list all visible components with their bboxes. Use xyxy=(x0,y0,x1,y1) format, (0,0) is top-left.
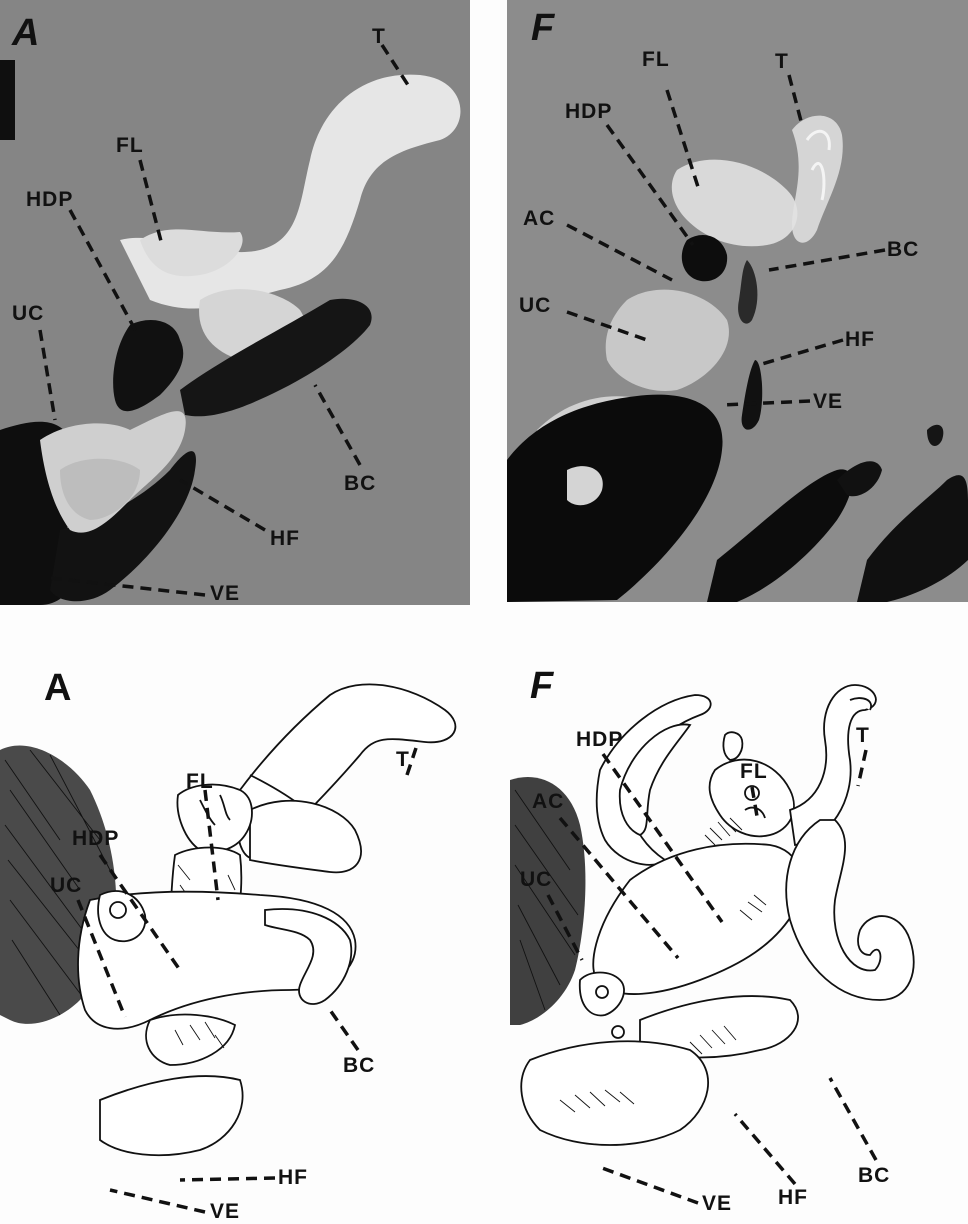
photo-panel-a: A T FL HDP UC BC HF VE xyxy=(0,0,470,605)
photo-a-label-ve: VE xyxy=(210,582,240,605)
photo-f-label-hdp: HDP xyxy=(565,100,612,123)
drawing-f-label-hdp: HDP xyxy=(576,728,623,751)
photo-a-label-fl: FL xyxy=(116,134,144,157)
photo-a-label-uc: UC xyxy=(12,302,44,325)
drawing-a-label-fl: FL xyxy=(186,770,214,793)
photo-a-label-bc: BC xyxy=(344,472,376,495)
drawing-a-label-bc: BC xyxy=(343,1054,375,1077)
drawing-panel-a: A T FL HDP UC BC HF VE xyxy=(0,640,480,1224)
drawing-f-label-ve: VE xyxy=(702,1192,732,1215)
drawing-f-label-fl: FL xyxy=(740,760,768,783)
drawing-panel-f: F HDP FL T AC UC BC VE HF xyxy=(490,640,968,1224)
photo-a-label-hf: HF xyxy=(270,527,300,550)
photo-a-image: A T FL HDP UC BC HF VE xyxy=(0,0,470,605)
photo-f-image: F FL T HDP AC BC UC HF VE xyxy=(507,0,968,602)
drawing-f-label-t: T xyxy=(856,724,870,747)
drawing-a-label-ve: VE xyxy=(210,1200,240,1223)
photo-f-panel-letter: F xyxy=(531,7,556,49)
drawing-f-label-uc: UC xyxy=(520,868,552,891)
drawing-f-label-hf: HF xyxy=(778,1186,808,1209)
photo-f-label-fl: FL xyxy=(642,48,670,71)
photo-f-label-ac: AC xyxy=(523,207,555,230)
drawing-f-image: F HDP FL T AC UC BC VE HF xyxy=(490,640,968,1224)
photo-f-label-hf: HF xyxy=(845,328,875,351)
photo-a-panel-letter: A xyxy=(11,12,39,54)
drawing-a-label-uc: UC xyxy=(50,874,82,897)
drawing-a-panel-letter: A xyxy=(44,667,71,709)
photo-f-label-ve: VE xyxy=(813,390,843,413)
drawing-f-label-ac: AC xyxy=(532,790,564,813)
drawing-a-image: A T FL HDP UC BC HF VE xyxy=(0,640,480,1224)
photo-f-label-uc: UC xyxy=(519,294,551,317)
photo-f-label-bc: BC xyxy=(887,238,919,261)
photo-a-label-hdp: HDP xyxy=(26,188,73,211)
drawing-a-label-hf: HF xyxy=(278,1166,308,1189)
photo-panel-f: F FL T HDP AC BC UC HF VE xyxy=(507,0,968,602)
photo-f-label-t: T xyxy=(775,50,789,73)
drawing-f-label-bc: BC xyxy=(858,1164,890,1187)
drawing-f-panel-letter: F xyxy=(530,665,555,707)
drawing-a-label-hdp: HDP xyxy=(72,827,119,850)
